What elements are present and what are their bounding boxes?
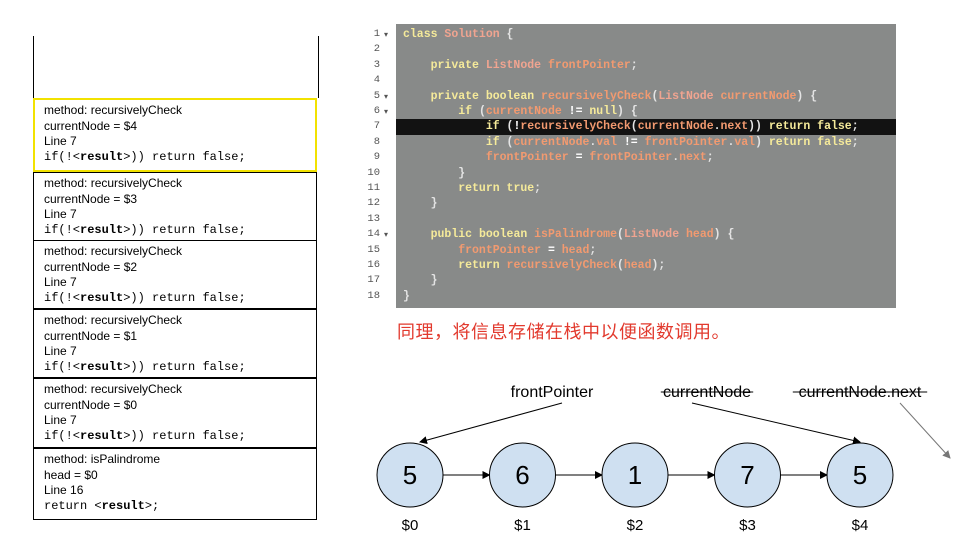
frame-code: if(!<result>)) return false; (44, 149, 246, 164)
frame-line-number: Line 7 (44, 134, 77, 148)
list-node (489, 442, 556, 508)
code-line: } (430, 197, 438, 211)
frame-code: if(!<result>)) return false; (44, 290, 246, 305)
code-line: frontPointer = frontPointer.next; (485, 151, 714, 165)
frame-method: method: recursivelyCheck (44, 103, 183, 117)
line-number: 12 (367, 197, 380, 210)
code-line: if (!recursivelyCheck(currentNode.next))… (485, 120, 859, 134)
frame-code: return <result>; (44, 498, 160, 513)
list-node (714, 442, 781, 508)
node-address: $0 (402, 517, 419, 534)
node-value: 6 (515, 460, 529, 490)
code-line: public boolean isPalindrome(ListNode hea… (430, 228, 735, 242)
code-line: } (403, 289, 410, 303)
line-number: 7 (373, 120, 380, 133)
pointer-label: frontPointer (511, 384, 594, 401)
frame-code: if(!<result>)) return false; (44, 222, 246, 237)
code-line: } (430, 274, 438, 288)
fold-toggle-icon[interactable]: ▾ (384, 91, 389, 101)
list-node (376, 442, 444, 508)
frame-line-number: Line 16 (44, 483, 84, 497)
line-number: 6 (373, 105, 380, 117)
frame-line-number: Line 7 (44, 207, 77, 221)
fold-toggle-icon[interactable]: ▾ (384, 107, 389, 116)
code-line: if (currentNode.val != frontPointer.val)… (485, 135, 859, 149)
line-number: 1 (373, 28, 380, 40)
line-number-gutter: 1 ▾ 2 3 4 5 ▾ 6 ▾ 7 8 9 10 11 12 13 14 ▾ 15 16 17 18 (362, 24, 396, 308)
pointer-arrow (691, 402, 861, 445)
stack-rail-right (318, 36, 319, 98)
caption-text: 同理，将信息存储在栈中以便函数调用。 (397, 322, 730, 343)
node-value: 5 (853, 460, 867, 490)
line-number: 3 (373, 58, 380, 71)
frame-method: method: recursivelyCheck (44, 313, 183, 327)
line-number: 4 (373, 74, 380, 87)
pointer-arrow (419, 402, 563, 445)
code-area: class Solution { private ListNode frontP… (396, 24, 896, 308)
frame-method: method: recursivelyCheck (44, 244, 183, 258)
node-address: $1 (514, 517, 531, 534)
frame-variable: currentNode = $0 (44, 397, 138, 412)
frame-line-number: Line 7 (44, 275, 77, 289)
frame-variable: currentNode = $2 (44, 259, 138, 274)
node-address: $3 (739, 517, 756, 534)
code-line: frontPointer = head; (458, 243, 597, 257)
code-line: if (currentNode != null) { (458, 105, 638, 118)
line-number: 9 (373, 151, 380, 164)
code-line: return true; (458, 182, 542, 195)
stack-rail-left (33, 36, 34, 98)
code-editor: 1 ▾ 2 3 4 5 ▾ 6 ▾ 7 8 9 10 11 12 13 14 ▾ 15 16 17 18 class So… (362, 24, 896, 308)
frame-variable: currentNode = $3 (44, 191, 138, 206)
line-number: 13 (367, 212, 380, 225)
frame-code: if(!<result>)) return false; (44, 428, 246, 443)
node-value: 1 (628, 460, 642, 490)
code-line: class Solution { (403, 28, 514, 41)
current-line-highlight (396, 119, 896, 136)
frame-method: method: isPalindrome (44, 452, 161, 466)
frame-method: method: recursivelyCheck (44, 176, 183, 190)
line-number: 15 (367, 243, 380, 256)
node-value: 5 (403, 460, 417, 490)
line-number: 8 (373, 135, 380, 148)
list-node (601, 442, 669, 508)
node-value: 7 (740, 460, 754, 490)
line-number: 5 (373, 89, 380, 102)
code-line: private ListNode frontPointer; (430, 58, 638, 72)
frame-variable: currentNode = $4 (44, 118, 138, 133)
code-line: private boolean recursivelyCheck(ListNod… (430, 89, 818, 103)
frame-code: if(!<result>)) return false; (44, 359, 246, 374)
line-number: 10 (367, 166, 380, 179)
line-number: 18 (367, 289, 380, 302)
node-address: $4 (852, 517, 869, 534)
code-line: } (458, 166, 466, 180)
line-number: 14 (367, 228, 380, 241)
fold-toggle-icon[interactable]: ▾ (384, 30, 389, 39)
node-address: $2 (627, 517, 644, 534)
line-number: 2 (373, 43, 380, 56)
frame-method: method: recursivelyCheck (44, 382, 183, 396)
fold-toggle-icon[interactable]: ▾ (384, 230, 389, 240)
line-number: 11 (367, 182, 380, 194)
frame-line-number: Line 7 (44, 344, 77, 358)
line-number: 17 (367, 274, 380, 287)
frame-variable: head = $0 (44, 467, 98, 482)
frame-line-number: Line 7 (44, 413, 77, 427)
code-line: return recursivelyCheck(head); (458, 259, 666, 272)
pointer-arrow-null (899, 402, 951, 459)
line-number: 16 (367, 259, 380, 271)
frame-variable: currentNode = $1 (44, 328, 138, 343)
